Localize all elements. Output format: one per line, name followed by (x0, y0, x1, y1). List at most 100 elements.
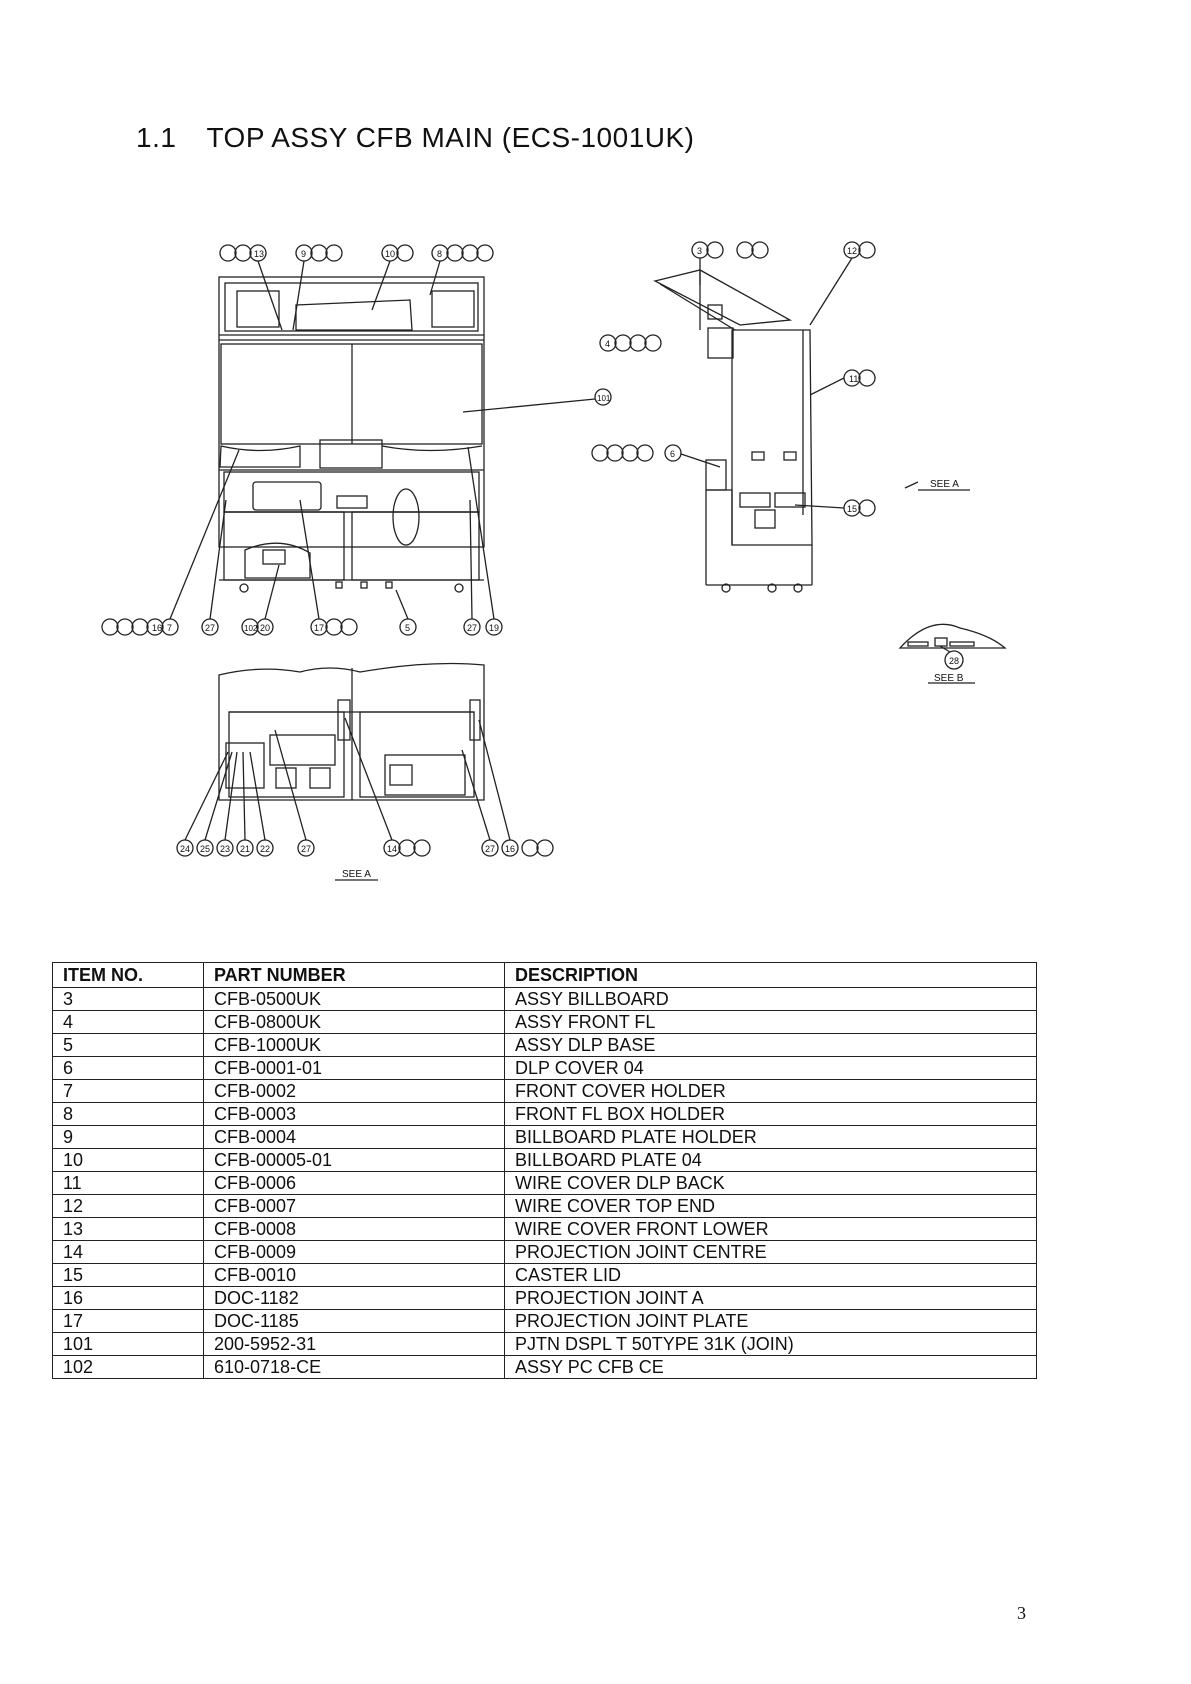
svg-text:4: 4 (605, 339, 610, 349)
svg-text:19: 19 (489, 623, 499, 633)
svg-text:28: 28 (949, 656, 959, 666)
item-no: 16 (52, 1286, 204, 1310)
item-no: 5 (52, 1033, 204, 1057)
svg-text:5: 5 (405, 623, 410, 633)
see-b-detail (898, 623, 1007, 684)
part-number: 200-5952-31 (203, 1332, 505, 1356)
part-number: CFB-0004 (203, 1125, 505, 1149)
svg-text:24: 24 (180, 844, 190, 854)
description: WIRE COVER TOP END (504, 1194, 1037, 1218)
front-view-bottom-callouts (101, 446, 503, 636)
front-view-top-callout-labels: 13 9 10 8 (254, 249, 442, 259)
item-no: 7 (52, 1079, 204, 1103)
description: ASSY BILLBOARD (504, 987, 1037, 1011)
part-number: DOC-1185 (203, 1309, 505, 1333)
col-header-item-no: ITEM NO. (52, 962, 204, 988)
description: PROJECTION JOINT A (504, 1286, 1037, 1310)
svg-text:21: 21 (240, 844, 250, 854)
see-b-label: SEE B (934, 673, 964, 684)
see-a-marker (904, 481, 970, 491)
item-no: 102 (52, 1355, 204, 1379)
description: DLP COVER 04 (504, 1056, 1037, 1080)
see-a-view-callout-labels: 24 25 23 21 22 27 14 27 16 (180, 844, 515, 854)
part-number: CFB-0800UK (203, 1010, 505, 1034)
svg-text:20: 20 (260, 623, 270, 633)
item-no: 8 (52, 1102, 204, 1126)
svg-text:27: 27 (301, 844, 311, 854)
front-view-bottom-callout-labels: 16 7 27 102 20 17 5 27 19 (152, 623, 499, 633)
svg-text:7: 7 (167, 623, 172, 633)
description: WIRE COVER DLP BACK (504, 1171, 1037, 1195)
svg-text:22: 22 (260, 844, 270, 854)
item-no: 11 (52, 1171, 204, 1195)
description: BILLBOARD PLATE 04 (504, 1148, 1037, 1172)
svg-text:8: 8 (437, 249, 442, 259)
col-header-part-number: PART NUMBER (203, 962, 505, 988)
side-view (653, 269, 813, 593)
svg-text:11: 11 (849, 374, 858, 384)
item-no: 13 (52, 1217, 204, 1241)
description: ASSY DLP BASE (504, 1033, 1037, 1057)
part-number: CFB-0002 (203, 1079, 505, 1103)
part-number: CFB-00005-01 (203, 1148, 505, 1172)
item-no: 17 (52, 1309, 204, 1333)
part-number: CFB-0003 (203, 1102, 505, 1126)
section-number: 1.1 (136, 122, 177, 153)
side-view-callout-labels: 3 12 4 11 101 6 15 28 (597, 246, 959, 666)
item-no: 10 (52, 1148, 204, 1172)
item-no: 6 (52, 1056, 204, 1080)
item-no: 101 (52, 1332, 204, 1356)
description: ASSY FRONT FL (504, 1010, 1037, 1034)
assembly-drawing: 13 9 10 8 16 7 27 102 20 17 5 27 19 (101, 241, 1007, 881)
front-view (218, 276, 485, 593)
part-number: CFB-0009 (203, 1240, 505, 1264)
part-number: CFB-0001-01 (203, 1056, 505, 1080)
svg-text:25: 25 (200, 844, 210, 854)
page-number: 3 (1017, 1603, 1026, 1623)
part-number: CFB-0500UK (203, 987, 505, 1011)
svg-text:10: 10 (385, 249, 395, 259)
parts-table-header: ITEM NO. PART NUMBER DESCRIPTION (52, 962, 1037, 988)
svg-text:17: 17 (314, 623, 324, 633)
part-number: CFB-0006 (203, 1171, 505, 1195)
description: WIRE COVER FRONT LOWER (504, 1217, 1037, 1241)
svg-text:3: 3 (697, 246, 702, 256)
item-no: 9 (52, 1125, 204, 1149)
item-no: 3 (52, 987, 204, 1011)
item-no: 4 (52, 1010, 204, 1034)
see-a-view-callouts (176, 717, 554, 881)
part-number: DOC-1182 (203, 1286, 505, 1310)
front-view-top-callouts (219, 244, 494, 331)
description: BILLBOARD PLATE HOLDER (504, 1125, 1037, 1149)
col-header-description: DESCRIPTION (504, 962, 1037, 988)
svg-text:102: 102 (244, 624, 258, 633)
svg-text:13: 13 (254, 249, 264, 259)
part-number: 610-0718-CE (203, 1355, 505, 1379)
see-a-label-top: SEE A (930, 479, 959, 490)
see-a-view (218, 662, 485, 801)
side-view-callouts (462, 241, 964, 670)
svg-text:16: 16 (505, 844, 515, 854)
part-number: CFB-0007 (203, 1194, 505, 1218)
description: PJTN DSPL T 50TYPE 31K (JOIN) (504, 1332, 1037, 1356)
description: PROJECTION JOINT CENTRE (504, 1240, 1037, 1264)
item-no: 12 (52, 1194, 204, 1218)
see-a-label-bottom: SEE A (342, 869, 371, 880)
svg-text:16: 16 (152, 623, 162, 633)
part-number: CFB-0008 (203, 1217, 505, 1241)
svg-text:27: 27 (485, 844, 495, 854)
